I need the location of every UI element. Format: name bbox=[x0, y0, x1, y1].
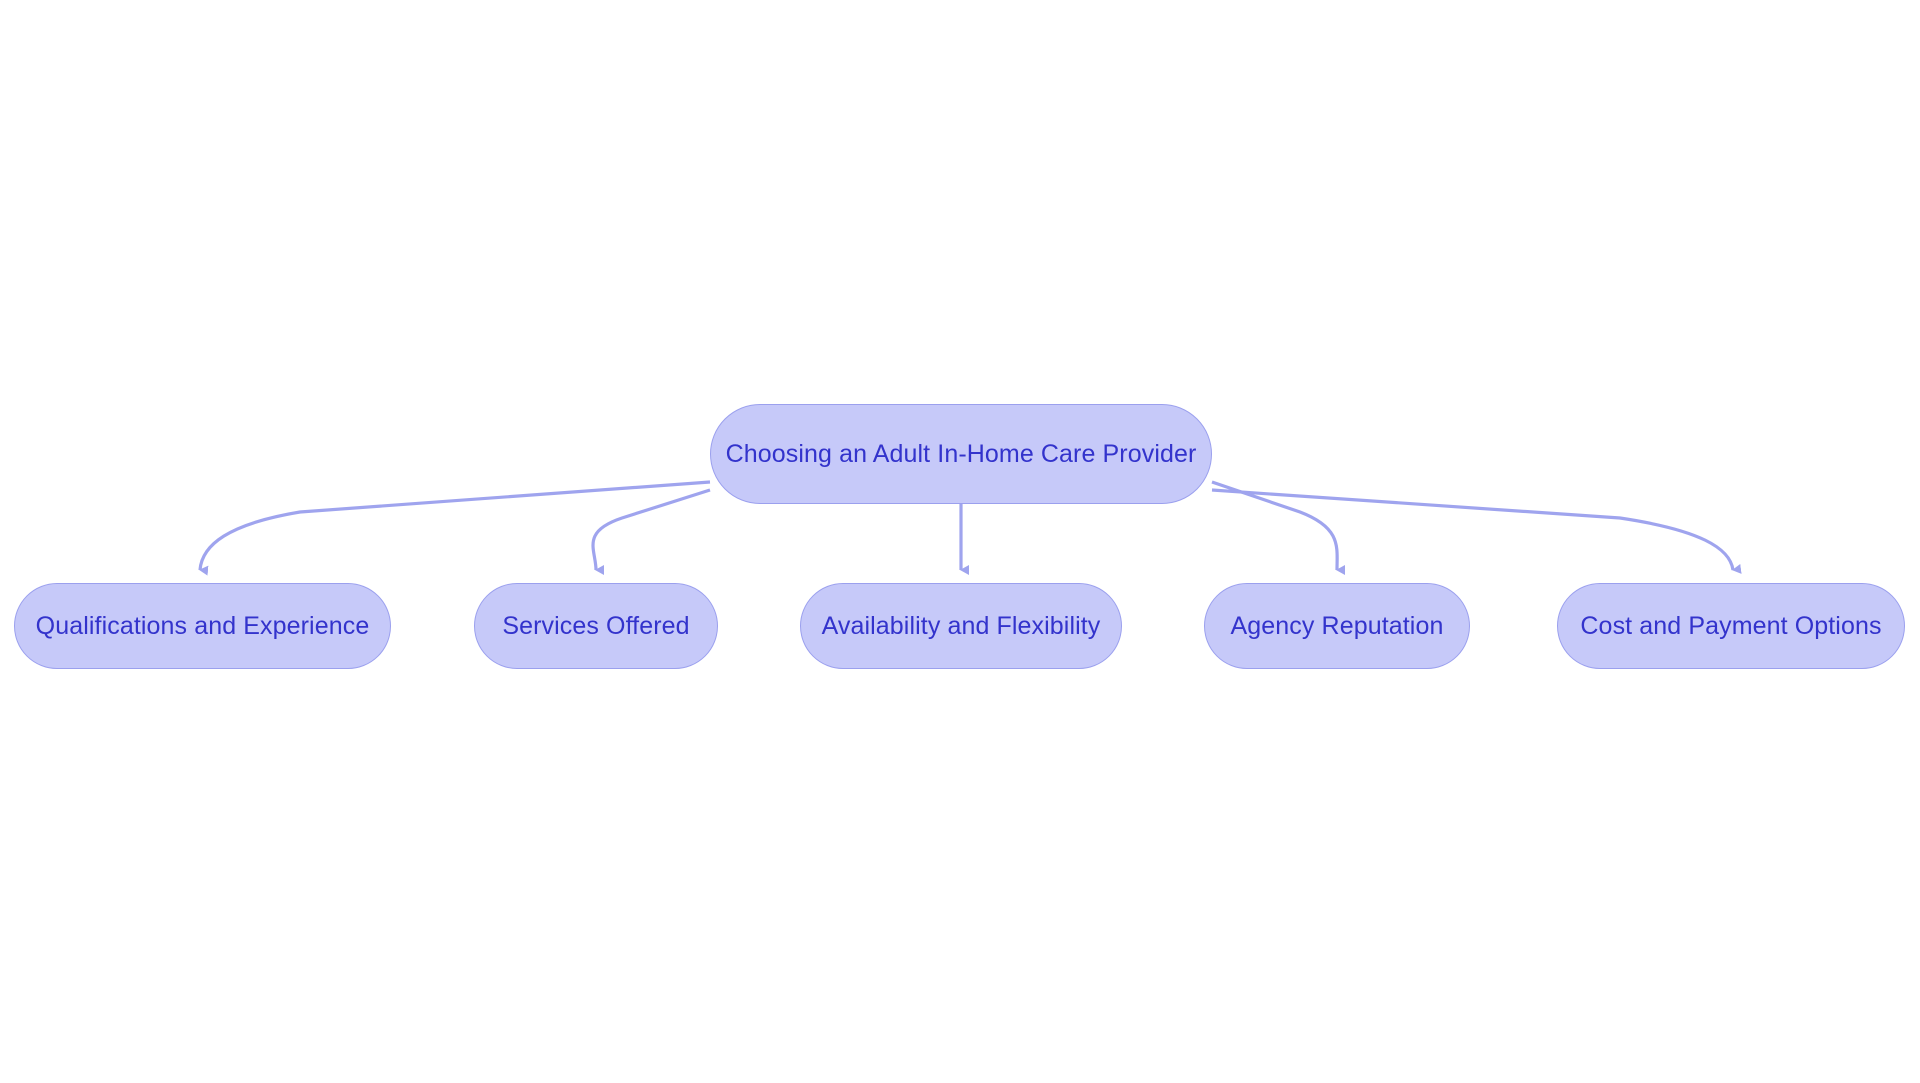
node-services-label: Services Offered bbox=[502, 611, 690, 640]
node-cost[interactable]: Cost and Payment Options bbox=[1557, 583, 1905, 669]
node-cost-label: Cost and Payment Options bbox=[1580, 611, 1882, 640]
node-reputation[interactable]: Agency Reputation bbox=[1204, 583, 1470, 669]
node-root[interactable]: Choosing an Adult In-Home Care Provider bbox=[710, 404, 1212, 504]
edge-root-services bbox=[591, 488, 711, 575]
node-reputation-label: Agency Reputation bbox=[1230, 611, 1444, 640]
node-availability-label: Availability and Flexibility bbox=[821, 611, 1101, 640]
edge-root-qualifications bbox=[198, 480, 711, 576]
edge-root-reputation bbox=[1211, 480, 1346, 576]
edge-root-cost bbox=[1211, 488, 1742, 574]
node-qualifications[interactable]: Qualifications and Experience bbox=[14, 583, 391, 669]
node-availability[interactable]: Availability and Flexibility bbox=[800, 583, 1122, 669]
node-root-label: Choosing an Adult In-Home Care Provider bbox=[725, 439, 1197, 468]
node-services[interactable]: Services Offered bbox=[474, 583, 718, 669]
node-qualifications-label: Qualifications and Experience bbox=[35, 611, 370, 640]
